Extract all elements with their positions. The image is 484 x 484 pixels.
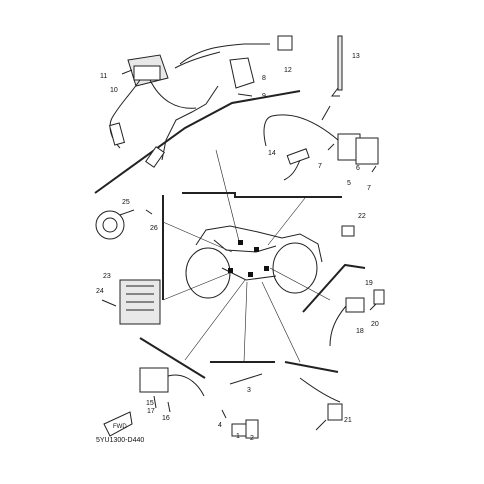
callout-23: 23 [103,273,111,280]
callout-21: 21 [344,417,352,424]
sensor-group-18 [329,289,385,347]
callout-22: 22 [358,213,366,220]
fwd-arrow-icon: FWD [103,411,133,437]
callout-11: 11 [100,73,107,80]
motorcycle-outline [185,225,323,299]
fwd-label: FWD [113,424,127,430]
starter-relay-group-15 [139,367,205,413]
callout-labels: 1 2 3 4 5 6 7 7 8 9 10 11 12 13 14 15 16… [96,53,379,442]
callout-14: 14 [268,150,276,157]
callout-13: 13 [352,53,360,60]
strap-13 [331,35,343,97]
part-22 [341,225,355,237]
ignition-coil-group-front [108,35,293,168]
callout-3: 3 [247,387,251,394]
group-brackets [94,90,366,379]
rectifier-23 [101,279,161,325]
callout-7b: 7 [367,185,371,192]
callout-18: 18 [356,328,364,335]
callout-6: 6 [356,165,360,172]
leader-lines [162,149,331,363]
callout-19: 19 [365,280,373,287]
switch-group-1 [221,373,263,439]
sensor-21 [299,377,343,431]
callout-17: 17 [147,408,155,415]
callout-24: 24 [96,288,104,295]
callout-16: 16 [162,415,170,422]
ignition-coil-group-rear [263,105,379,181]
callout-5: 5 [347,180,351,187]
callout-20: 20 [371,321,379,328]
callout-15: 15 [146,400,154,407]
callout-2: 2 [250,435,254,442]
diagram-code: 5YU1300-D440 [96,437,144,444]
callout-26: 26 [150,225,158,232]
callout-9: 9 [262,93,266,100]
callout-12: 12 [284,67,292,74]
callout-4: 4 [218,422,222,429]
callout-8: 8 [262,75,266,82]
callout-1: 1 [236,433,240,440]
horn-25 [95,209,153,240]
callout-7a: 7 [318,163,322,170]
callout-25: 25 [122,199,130,206]
callout-10: 10 [110,87,118,94]
